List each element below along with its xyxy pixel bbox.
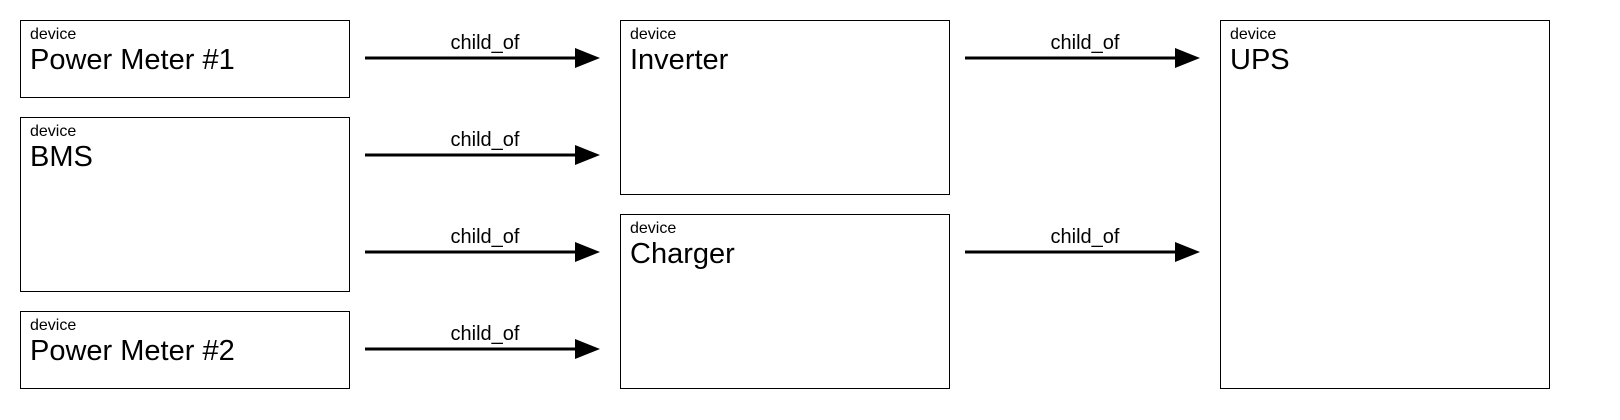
node-title: Charger bbox=[630, 238, 735, 270]
edge-inverter-to-ups: child_of bbox=[965, 31, 1205, 87]
node-power-meter-1[interactable]: device Power Meter #1 bbox=[20, 20, 350, 98]
arrow-icon bbox=[965, 48, 1200, 68]
edge-power-meter-1-to-inverter: child_of bbox=[365, 31, 605, 87]
edge-power-meter-2-to-charger: child_of bbox=[365, 322, 605, 378]
edge-label: child_of bbox=[450, 323, 520, 345]
node-kind-label: device bbox=[30, 317, 77, 334]
edge-charger-to-ups: child_of bbox=[965, 225, 1205, 281]
node-charger[interactable]: device Charger bbox=[620, 214, 950, 389]
edge-bms-to-inverter: child_of bbox=[365, 128, 605, 184]
node-bms[interactable]: device BMS bbox=[20, 117, 350, 292]
edge-label: child_of bbox=[1050, 32, 1120, 54]
node-kind-label: device bbox=[1230, 26, 1277, 43]
node-title: Power Meter #2 bbox=[30, 335, 235, 367]
arrow-icon bbox=[365, 242, 600, 262]
node-kind-label: device bbox=[30, 123, 77, 140]
node-kind-label: device bbox=[630, 220, 677, 237]
node-power-meter-2[interactable]: device Power Meter #2 bbox=[20, 311, 350, 389]
edge-label: child_of bbox=[450, 129, 520, 151]
edge-bms-to-charger: child_of bbox=[365, 225, 605, 281]
edge-label: child_of bbox=[450, 32, 520, 54]
node-title: Inverter bbox=[630, 44, 729, 76]
node-ups[interactable]: device UPS bbox=[1220, 20, 1550, 389]
arrow-icon bbox=[365, 145, 600, 165]
node-inverter[interactable]: device Inverter bbox=[620, 20, 950, 195]
node-kind-label: device bbox=[30, 26, 77, 43]
node-title: BMS bbox=[30, 141, 93, 173]
edge-label: child_of bbox=[450, 226, 520, 248]
node-kind-label: device bbox=[630, 26, 677, 43]
node-title: UPS bbox=[1230, 44, 1290, 76]
arrow-icon bbox=[365, 339, 600, 359]
node-title: Power Meter #1 bbox=[30, 44, 235, 76]
arrow-icon bbox=[365, 48, 600, 68]
edge-label: child_of bbox=[1050, 226, 1120, 248]
arrow-icon bbox=[965, 242, 1200, 262]
